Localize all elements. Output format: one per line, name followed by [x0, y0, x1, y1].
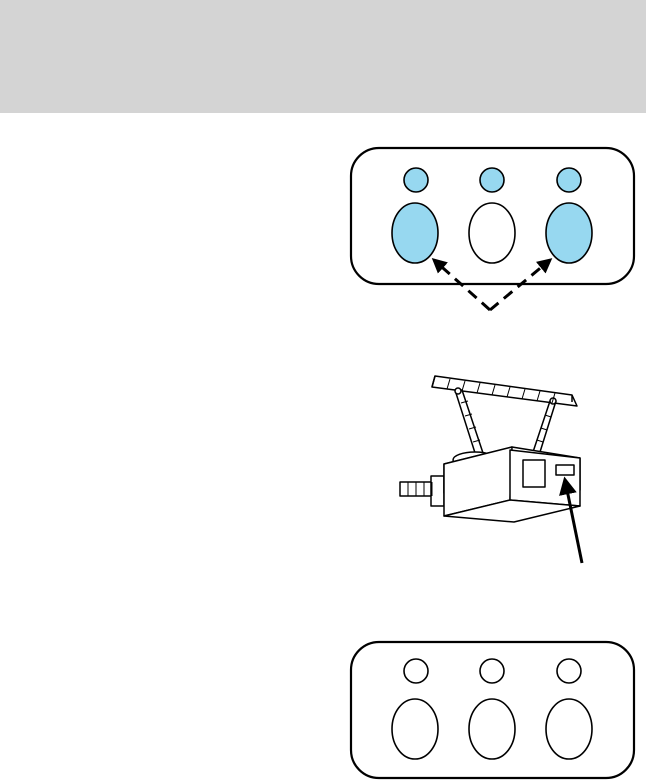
panel-button-1[interactable]	[392, 203, 438, 263]
indicator-light-2	[480, 168, 504, 192]
panel-button-1[interactable]	[392, 699, 438, 759]
panel-button-3[interactable]	[546, 699, 592, 759]
panel-button-2[interactable]	[469, 699, 515, 759]
indicator-light-1	[404, 659, 428, 683]
top-button-panel	[345, 144, 640, 319]
indicator-light-2	[480, 659, 504, 683]
garage-door-opener-icon	[390, 368, 595, 568]
panel-button-3[interactable]	[546, 203, 592, 263]
indicator-light-1	[404, 168, 428, 192]
bottom-button-panel	[345, 638, 640, 781]
header-band	[0, 0, 646, 113]
indicator-light-3	[557, 168, 581, 192]
indicator-light-3	[557, 659, 581, 683]
panel-button-2[interactable]	[469, 203, 515, 263]
